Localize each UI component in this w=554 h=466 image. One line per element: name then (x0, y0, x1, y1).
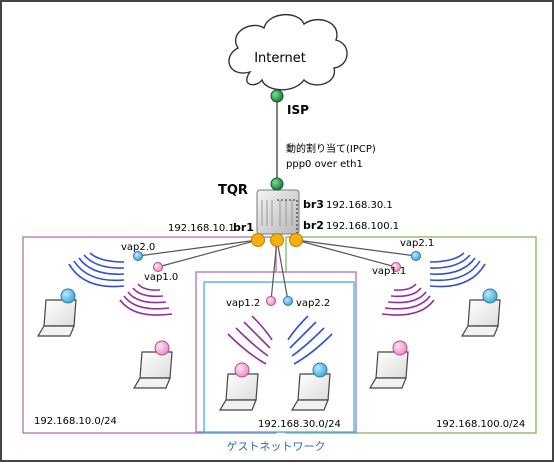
br3-ip: 192.168.30.1 (326, 200, 393, 211)
laptop-icon (460, 288, 501, 337)
internet-cloud: Internet (228, 14, 348, 91)
tqr-router (256, 177, 300, 235)
wan-assign-label: 動的割り当て(IPCP) (286, 142, 376, 155)
guest-network-label: ゲストネットワーク (227, 440, 326, 453)
br2-port (289, 233, 303, 247)
vap1-0-waves (119, 283, 173, 316)
router-label: TQR (218, 183, 248, 198)
br1-label: br1 (233, 221, 254, 234)
vap2-2-waves (287, 315, 333, 365)
vap1-2-node (266, 296, 276, 306)
subnet-30-label: 192.168.30.0/24 (258, 419, 341, 430)
internet-label: Internet (254, 51, 306, 66)
vap2-2-label: vap2.2 (296, 298, 330, 309)
isp-node (270, 89, 284, 103)
vap1-1-waves (381, 283, 435, 316)
laptop-icon (290, 362, 331, 411)
vap1-0-node (153, 262, 163, 272)
isp-label: ISP (287, 103, 309, 117)
vap2-0-waves (68, 252, 125, 288)
br2-ip: 192.168.100.1 (326, 221, 399, 232)
vap1-2-waves (227, 315, 273, 365)
vap-links (137, 239, 417, 302)
vap1-1-label: vap1.1 (372, 266, 406, 277)
vap2-0-label: vap2.0 (121, 242, 155, 253)
vap2-0-node (133, 251, 143, 261)
wan-interface-label: ppp0 over eth1 (286, 159, 363, 170)
br1-ip: 192.168.10.1 (168, 223, 235, 234)
laptop-icon (132, 340, 173, 389)
vap2-1-node (411, 251, 421, 261)
vap1-2-label: vap1.2 (226, 298, 260, 309)
laptop-icon (368, 340, 409, 389)
vap2-1-waves (429, 252, 486, 288)
eth1-node (270, 177, 284, 191)
vap2-1-label: vap2.1 (400, 238, 434, 249)
br3-label: br3 (303, 198, 324, 211)
br3-port (270, 233, 284, 247)
subnet-100-label: 192.168.100.0/24 (436, 419, 525, 430)
laptop-icon (218, 362, 259, 411)
subnet-10-label: 192.168.10.0/24 (34, 416, 117, 427)
vap1-0-label: vap1.0 (144, 272, 178, 283)
laptop-icon (36, 288, 77, 337)
vap2-2-node (283, 296, 293, 306)
vap1-1-node (391, 262, 401, 272)
br2-label: br2 (303, 219, 324, 232)
br1-port (251, 233, 265, 247)
